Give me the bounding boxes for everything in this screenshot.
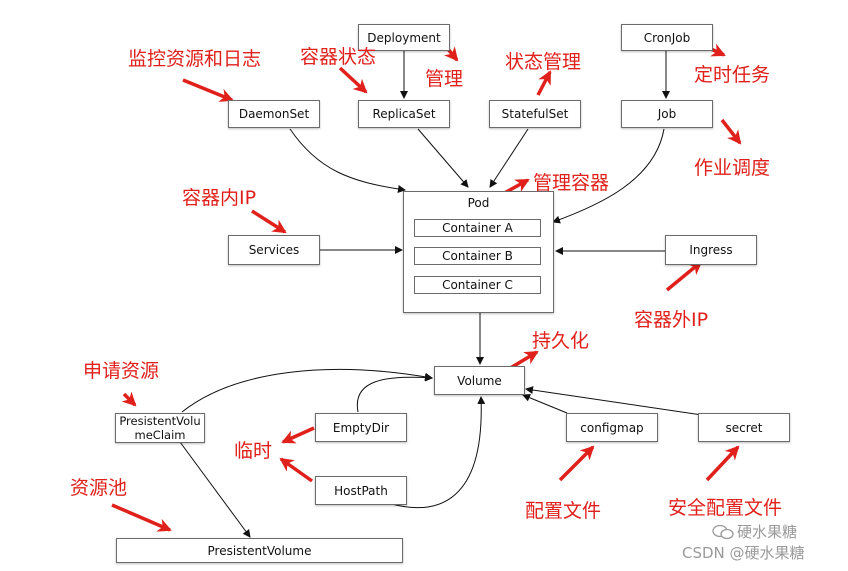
annotation-cronjob: 定时任务 <box>694 64 771 86</box>
container-b[interactable]: Container B <box>414 247 541 265</box>
edge-configmap-volume <box>522 393 568 414</box>
annotation-ingress: 容器外IP <box>634 309 709 331</box>
annotation-services: 容器内IP <box>182 187 257 209</box>
annotation-job: 作业调度 <box>694 157 771 179</box>
container-a[interactable]: Container A <box>414 219 541 237</box>
pv-node[interactable]: PresistentVolume <box>116 538 403 563</box>
red-arrow-pvc <box>121 391 137 407</box>
replicaset-node[interactable]: ReplicaSet <box>358 100 450 128</box>
annotation-replicaset: 容器状态 <box>300 46 377 68</box>
container-c[interactable]: Container C <box>414 276 541 294</box>
deployment-node[interactable]: Deployment <box>358 24 450 51</box>
services-node[interactable]: Services <box>228 235 320 265</box>
edge-emptydir-volume <box>356 373 433 413</box>
red-arrow-emptydir <box>281 426 315 444</box>
watermark-csdn: CSDN @硬水果糖 <box>682 544 805 562</box>
red-arrow-daemonset <box>182 78 234 102</box>
red-arrow-replicaset <box>338 66 368 94</box>
emptydir-node[interactable]: EmptyDir <box>315 413 407 442</box>
configmap-node[interactable]: configmap <box>566 413 658 442</box>
daemonset-node[interactable]: DaemonSet <box>228 100 320 128</box>
edge-job-pod <box>552 128 665 224</box>
red-arrow-statefulset <box>536 70 552 96</box>
annotation-daemonset: 监控资源和日志 <box>128 48 262 70</box>
secret-node[interactable]: secret <box>698 413 790 442</box>
annotation-pvc: 申请资源 <box>83 360 160 382</box>
annotation-temp: 临时 <box>234 440 273 462</box>
annotation-secret: 安全配置文件 <box>668 497 783 519</box>
edge-replicaset-pod <box>417 128 469 188</box>
edge-pvc-pv <box>179 441 251 538</box>
annotation-configmap: 配置文件 <box>525 500 602 522</box>
annotation-pv: 资源池 <box>70 477 128 499</box>
hostpath-node[interactable]: HostPath <box>315 476 407 505</box>
annotation-deployment: 管理 <box>425 68 464 90</box>
edge-statefulset-pod <box>489 128 529 188</box>
edge-daemonset-pod <box>289 128 406 193</box>
edge-secret-volume <box>525 386 703 416</box>
edge-pvc-volume <box>181 368 433 413</box>
wechat-icon <box>712 524 734 540</box>
red-arrow-pv <box>111 503 172 532</box>
red-arrow-hostpath <box>279 457 314 483</box>
pod-box[interactable]: Pod Container A Container B Container C <box>403 191 554 313</box>
red-arrow-job <box>720 118 742 145</box>
watermark-brand: 硬水果糖 <box>737 523 798 541</box>
statefulset-node[interactable]: StatefulSet <box>489 100 581 128</box>
red-arrow-secret <box>705 445 740 482</box>
red-arrow-configmap <box>558 445 595 482</box>
job-node[interactable]: Job <box>621 100 713 128</box>
red-arrow-ingress <box>665 260 703 292</box>
pod-title: Pod <box>467 196 490 210</box>
edge-hostpath-volume <box>387 396 486 509</box>
volume-node[interactable]: Volume <box>434 366 525 395</box>
annotation-volume: 持久化 <box>532 330 590 352</box>
ingress-node[interactable]: Ingress <box>665 235 757 265</box>
cronjob-node[interactable]: CronJob <box>621 24 713 51</box>
annotation-pod: 管理容器 <box>533 172 610 194</box>
pvc-node[interactable]: PresistentVolumeClaim <box>115 413 205 443</box>
annotation-statefulset: 状态管理 <box>505 51 582 73</box>
red-arrow-services <box>251 209 287 234</box>
